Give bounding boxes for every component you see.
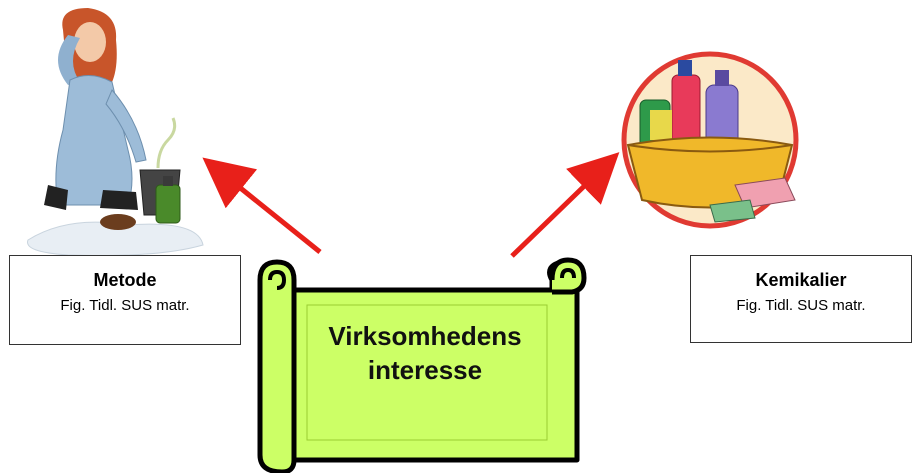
kemikalier-title: Kemikalier (755, 270, 847, 290)
kemikalier-caption: Fig. Tidl. SUS matr. (736, 297, 866, 314)
scroll-line-1: Virksomhedens (328, 321, 522, 351)
kemikalier-box: Kemikalier Fig. Tidl. SUS matr. (690, 255, 912, 343)
woman-cleaning-icon (27, 8, 204, 257)
scroll-banner-icon (257, 257, 587, 473)
metode-box: Metode Fig. Tidl. SUS matr. (9, 255, 241, 345)
cleaning-basket-icon (621, 51, 799, 229)
scroll-text: Virksomhedens interesse (290, 320, 560, 388)
metode-caption: Fig. Tidl. SUS matr. (60, 297, 190, 314)
metode-title: Metode (93, 270, 157, 290)
arrow-to-metode (202, 157, 322, 254)
scroll-line-2: interesse (367, 354, 483, 385)
arrow-to-kemikalier (510, 152, 620, 258)
